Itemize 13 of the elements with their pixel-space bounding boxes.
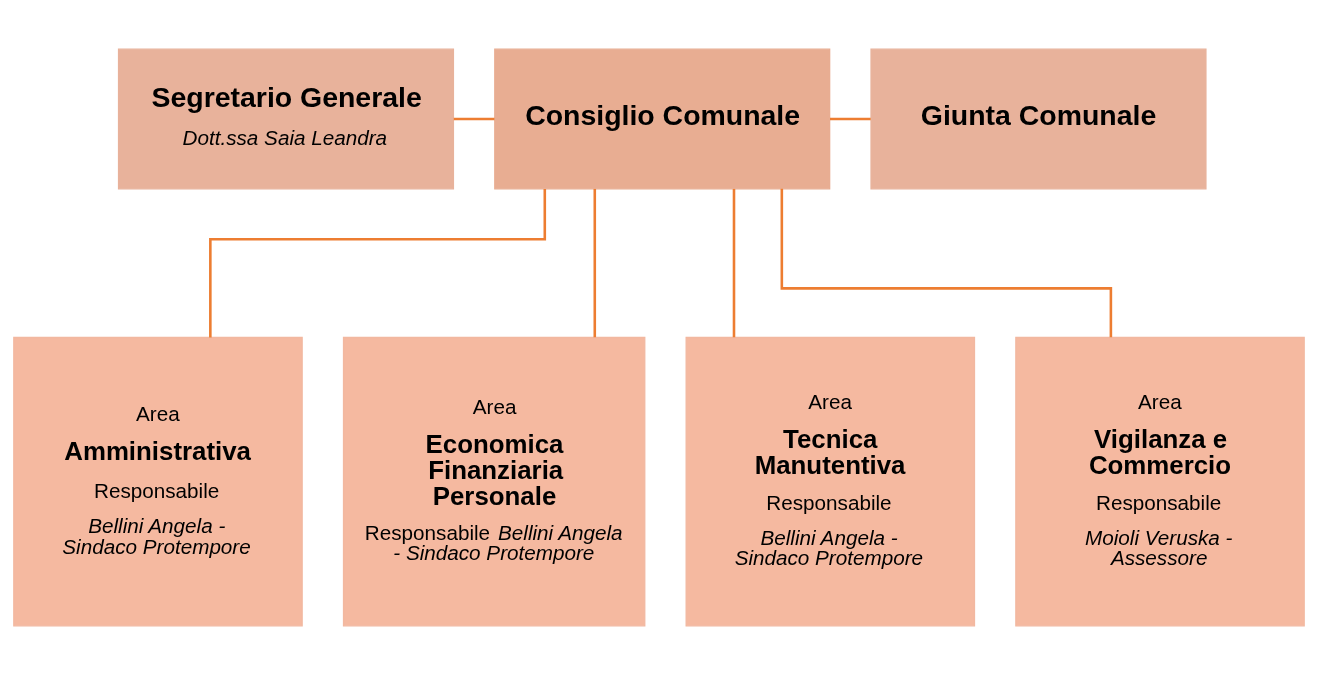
node-box: Area Tecnica Manutentiva Responsabile Bellini Angela - Sindaco Protempore [685,336,976,627]
node-box: Area Economica Finanziaria Personale Responsabile Bellini Angela - Sindaco Protempore [342,336,646,627]
node-box: Area Vigilanza e Commercio Responsabile Moioli Veruska - Assessore [1015,336,1305,627]
node-box: Area Amministrativa Responsabile Bellini Angela - Sindaco Protempore [13,336,303,627]
connector [830,117,871,121]
node-box: Giunta Comunale [870,48,1207,190]
node-box: Segretario Generale Dott.ssa Saia Leandra [117,48,455,190]
node-box: Consiglio Comunale [494,48,831,190]
connector [732,188,736,338]
connector [780,188,1113,338]
connector [593,188,597,338]
connector [453,117,495,121]
connector [209,188,547,338]
